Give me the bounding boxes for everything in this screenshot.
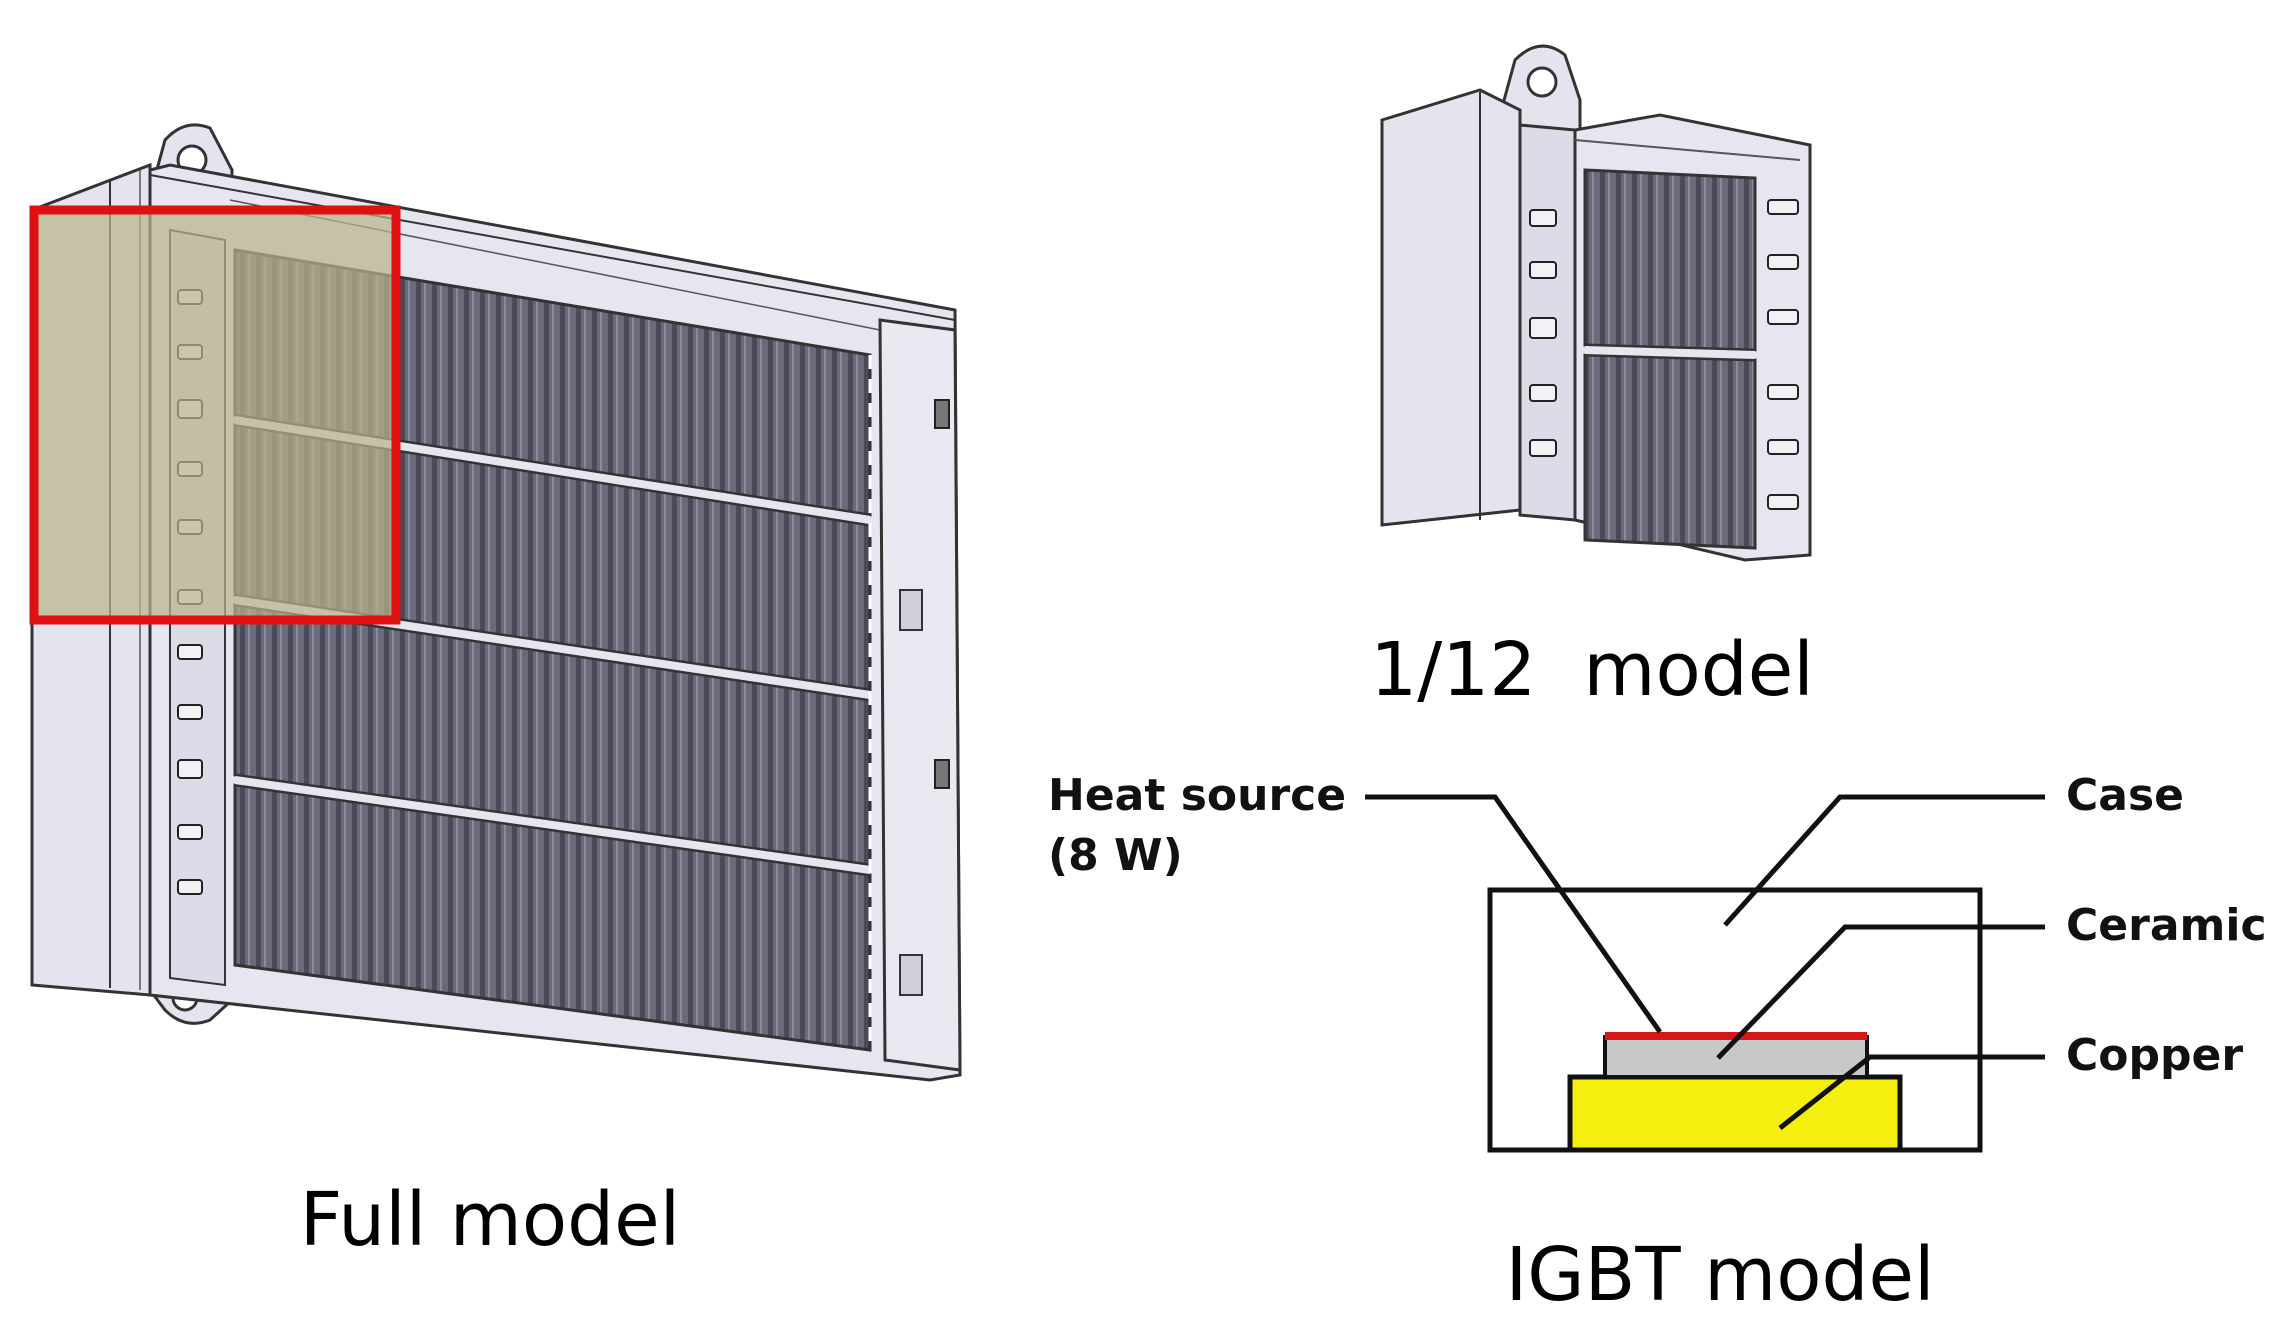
case-leader [1723,794,2045,927]
twelfth-fin-bank-lower [1583,353,1757,550]
label-heat-source-power: (8 W) [1048,830,1183,881]
caption-full-model: Full model [300,1177,680,1263]
twelfth-fin-bank-upper [1583,168,1757,352]
copper-leader [1778,1054,2045,1130]
twelfth-model-drawing [1380,44,1812,562]
caption-twelfth-model: 1/12 model [1370,627,1814,713]
full-model-drawing [29,123,962,1082]
label-copper: Copper [2066,1030,2243,1081]
caption-igbt-model: IGBT model [1505,1232,1934,1318]
igbt-copper-layer [1567,1074,1903,1153]
full-model-right-rail [878,318,962,1072]
fin-bank-row-4 [233,783,872,1052]
label-case: Case [2066,770,2184,821]
selection-box [29,205,401,625]
igbt-model-drawing: Heat source (8 W) Case Ceramic Copper [1048,770,2267,1153]
highlight-region [34,210,396,620]
heat-source-leader [1365,794,1663,1034]
ceramic-leader [1716,924,2045,1060]
label-ceramic: Ceramic [2066,900,2267,951]
label-heat-source: Heat source [1048,770,1346,821]
